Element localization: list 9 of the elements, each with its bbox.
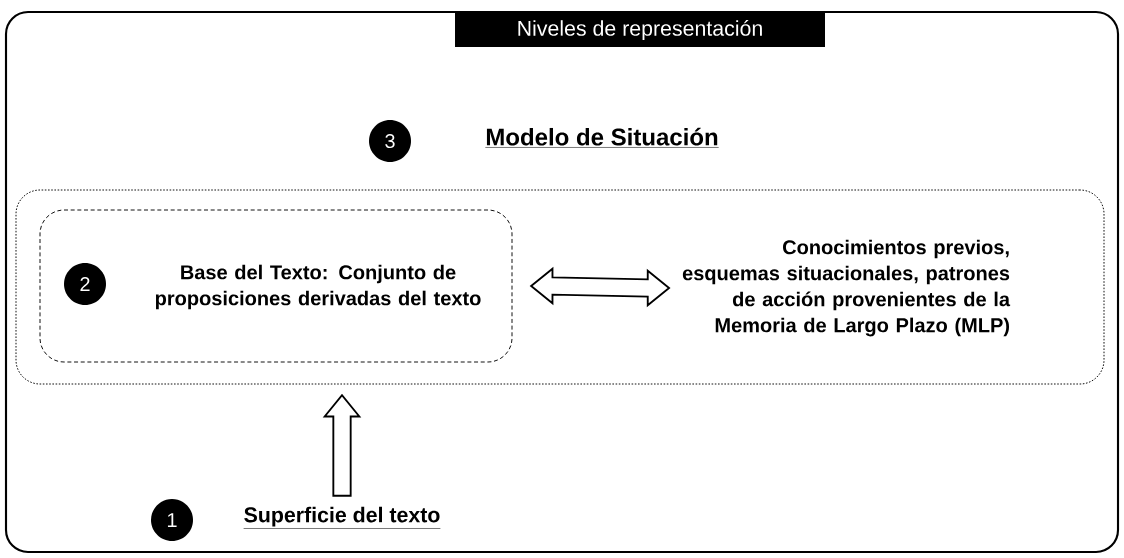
- block-arrow: [322, 393, 362, 497]
- frame: [4, 10, 1120, 554]
- surface-text: Superficie del texto: [243, 506, 441, 529]
- knowledge-text: Conocimientos previos, esquemas situacionales, patrones de acción provenientes de la Memoria de Largo Plazo (MLP): [682, 239, 1011, 337]
- box-text: Base del Texto: Conjunto de proposiciones derivadas del texto: [155, 264, 481, 310]
- title-tab: Niveles de representación: [455, 13, 825, 47]
- dashed-box: [39, 209, 513, 363]
- dotted-region: [15, 189, 1105, 385]
- heading: Modelo de Situación: [485, 127, 719, 148]
